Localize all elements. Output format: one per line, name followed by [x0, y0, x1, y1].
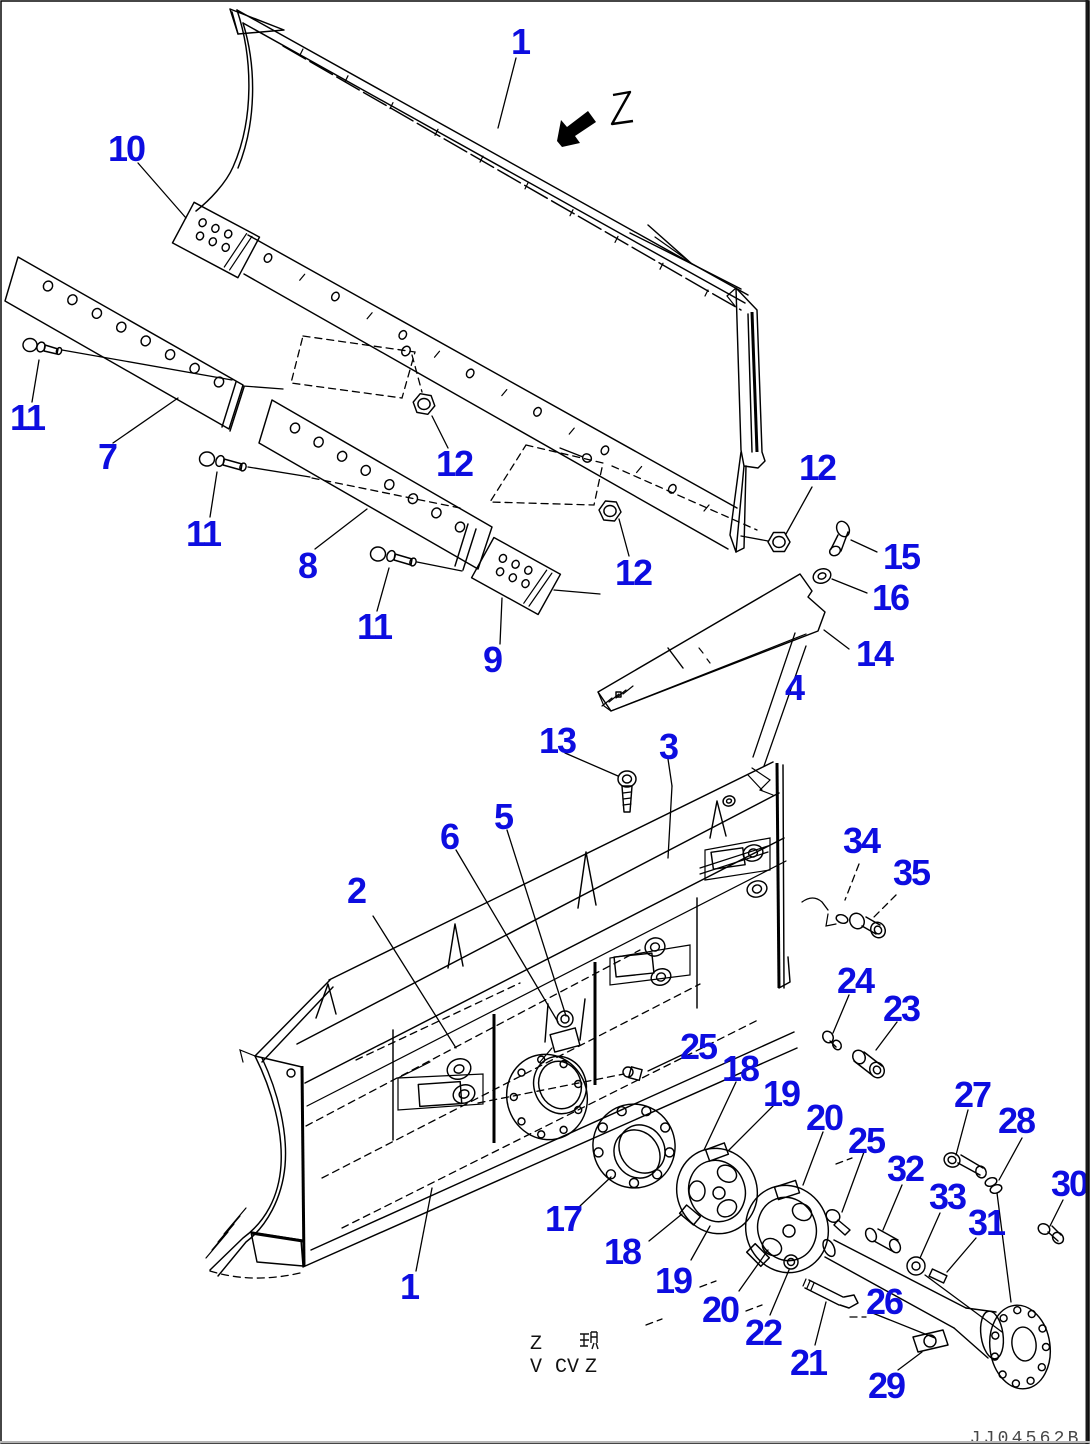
svg-text:9: 9 [483, 639, 502, 680]
svg-text:Z: Z [530, 1333, 542, 1356]
svg-text:15: 15 [883, 536, 921, 577]
svg-text:B: B [1068, 1429, 1079, 1444]
svg-text:25: 25 [848, 1120, 886, 1161]
svg-text:J: J [970, 1429, 981, 1444]
svg-text:7: 7 [98, 436, 117, 477]
svg-text:14: 14 [856, 633, 894, 674]
svg-text:10: 10 [108, 128, 145, 169]
svg-text:26: 26 [866, 1281, 903, 1322]
svg-text:13: 13 [539, 720, 576, 761]
svg-text:35: 35 [893, 852, 931, 893]
svg-text:Z: Z [585, 1356, 597, 1379]
svg-text:32: 32 [887, 1148, 924, 1189]
svg-text:1: 1 [400, 1266, 420, 1307]
svg-text:30: 30 [1051, 1163, 1088, 1204]
svg-text:12: 12 [615, 552, 652, 593]
svg-text:4: 4 [785, 667, 805, 708]
svg-text:12: 12 [436, 443, 473, 484]
svg-text:1: 1 [511, 21, 531, 62]
svg-text:20: 20 [806, 1097, 843, 1138]
svg-text:5: 5 [494, 796, 514, 837]
svg-text:6: 6 [440, 816, 459, 857]
svg-text:20: 20 [702, 1289, 739, 1330]
svg-text:18: 18 [722, 1048, 759, 1089]
svg-text:28: 28 [998, 1100, 1035, 1141]
svg-text:V: V [567, 1356, 579, 1379]
svg-text:24: 24 [837, 960, 875, 1001]
svg-text:33: 33 [929, 1176, 966, 1217]
svg-text:2: 2 [347, 870, 366, 911]
svg-text:27: 27 [954, 1074, 991, 1115]
svg-text:8: 8 [298, 545, 317, 586]
svg-text:11: 11 [10, 397, 46, 438]
svg-text:6: 6 [1040, 1429, 1051, 1444]
svg-text:V: V [530, 1356, 542, 1379]
svg-text:18: 18 [604, 1231, 641, 1272]
svg-text:2: 2 [1054, 1429, 1065, 1444]
svg-text:19: 19 [763, 1073, 800, 1114]
svg-text:5: 5 [1026, 1429, 1037, 1444]
svg-text:29: 29 [868, 1365, 905, 1406]
svg-text:11: 11 [357, 606, 393, 647]
svg-text:23: 23 [883, 988, 920, 1029]
svg-text:0: 0 [998, 1429, 1009, 1444]
svg-text:31: 31 [968, 1202, 1006, 1243]
svg-text:16: 16 [872, 577, 909, 618]
svg-text:11: 11 [186, 513, 222, 554]
svg-text:17: 17 [545, 1198, 582, 1239]
svg-text:25: 25 [680, 1026, 718, 1067]
svg-text:12: 12 [799, 447, 836, 488]
svg-text:4: 4 [1012, 1429, 1023, 1444]
svg-text:C: C [555, 1356, 567, 1379]
svg-text:19: 19 [655, 1260, 692, 1301]
svg-text:21: 21 [790, 1342, 828, 1383]
svg-text:22: 22 [745, 1312, 782, 1353]
svg-text:J: J [984, 1429, 995, 1444]
svg-text:34: 34 [843, 820, 881, 861]
svg-text:3: 3 [659, 726, 678, 767]
